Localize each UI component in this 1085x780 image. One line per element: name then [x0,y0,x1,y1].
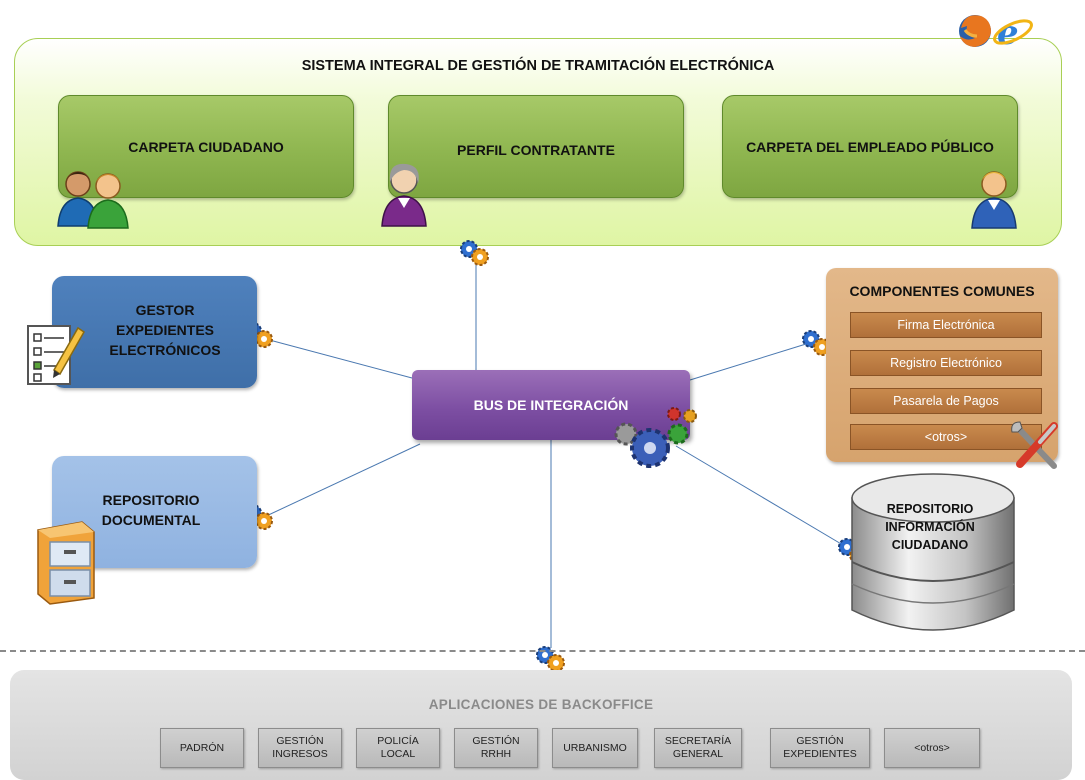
perfil-contratante-box: PERFIL CONTRATANTE [388,95,684,198]
backoffice-item-line: GESTIÓN [472,735,520,747]
internet-explorer-icon: e [993,13,1033,53]
repositorio-documental-label: REPOSITORIO DOCUMENTAL [96,490,206,530]
repo-ciudadano-line-2: INFORMACIÓN [885,520,975,534]
gestor-expedientes-box [52,276,257,388]
backoffice-title: APLICACIONES DE BACKOFFICE [428,697,654,712]
backoffice-item-line: GESTIÓN [796,735,844,747]
repositorio-ciudadano-label: REPOSITORIO INFORMACIÓN CIUDADANO [870,500,990,554]
gestor-line-3: ELECTRÓNICOS [109,342,221,358]
firefox-icon [959,15,991,47]
database-cylinder-icon [851,473,1015,631]
bus-gears-icon [614,407,697,468]
citizens-icon [57,171,129,229]
filing-cabinet-icon [37,521,95,605]
svg-text:e: e [997,13,1019,53]
carpeta-empleado-box: CARPETA DEL EMPLEADO PÚBLICO [722,95,1018,198]
backoffice-item-line: URBANISMO [563,741,627,754]
backoffice-item-line: RRHH [480,748,512,760]
gear-connector-icon [460,240,489,266]
backoffice-item-line: INGRESOS [272,748,328,760]
checklist-pencil-icon [27,325,85,385]
backoffice-item-line: POLICÍA [377,735,419,747]
backoffice-item-padron: PADRÓN [160,728,244,768]
browser-icons: e [959,13,1033,53]
bus-integracion-label: BUS DE INTEGRACIÓN [473,397,629,413]
backoffice-item-line: LOCAL [380,748,416,760]
repo-ciudadano-line-3: CIUDADANO [891,538,969,552]
componentes-comunes-title: COMPONENTES COMUNES [849,283,1035,299]
gestor-line-2: EXPEDIENTES [115,322,215,338]
carpeta-ciudadano-label: CARPETA CIUDADANO [128,138,284,155]
employee-icon [971,171,1017,229]
repo-line-2: DOCUMENTAL [101,512,201,528]
carpeta-ciudadano-box: CARPETA CIUDADANO [58,95,354,198]
comp-item-registro: Registro Electrónico [850,350,1042,376]
bus-integracion-box: BUS DE INTEGRACIÓN [412,370,690,440]
comp-item-firma: Firma Electrónica [850,312,1042,338]
repo-line-1: REPOSITORIO [102,492,200,508]
comp-item-pasarela: Pasarela de Pagos [850,388,1042,414]
backoffice-item-line: GENERAL [672,748,724,760]
backoffice-item-line: GESTIÓN [276,735,324,747]
gestor-line-1: GESTOR [135,302,195,318]
system-title: SISTEMA INTEGRAL DE GESTIÓN DE TRAMITACI… [301,58,775,74]
backoffice-item-urbanismo: URBANISMO [552,728,638,768]
backoffice-item-otros: <otros> [884,728,980,768]
backoffice-divider [0,650,1085,652]
perfil-contratante-label: PERFIL CONTRATANTE [457,142,615,158]
carpeta-empleado-label: CARPETA DEL EMPLEADO PÚBLICO [746,138,994,155]
backoffice-item-line: PADRÓN [179,741,225,754]
gestor-expedientes-label: GESTOR EXPEDIENTES ELECTRÓNICOS [100,300,230,360]
backoffice-item-line: <otros> [914,741,950,754]
backoffice-item-line: SECRETARÍA [664,735,732,747]
tools-icon [1011,421,1058,469]
contractor-icon [381,163,427,227]
backoffice-item-line: EXPEDIENTES [783,748,857,760]
repo-ciudadano-line-1: REPOSITORIO [886,502,974,516]
